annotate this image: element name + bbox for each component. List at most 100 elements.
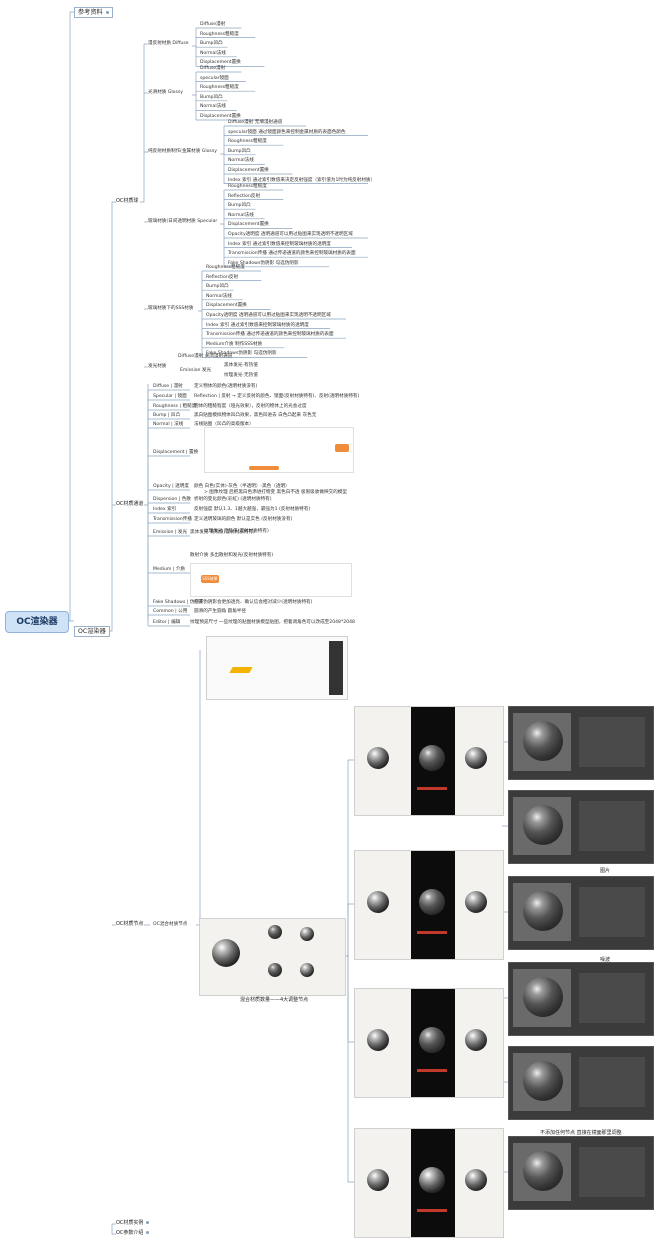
node-label: OC材质实例	[116, 1220, 144, 1226]
channel-desc[interactable]: 纹理预览尺寸 一些纹理的贴图材质模型贴图，把着调角色可以改成至2048*2048	[190, 620, 355, 625]
channel-desc[interactable]: 反射强度 默认1.3、1越大越强，最强为1 (反射材质特有)	[194, 507, 311, 512]
material-item[interactable]: Reflection反射	[206, 274, 239, 280]
node-oc-examples[interactable]: OC材质实例	[116, 1220, 150, 1227]
channel-desc[interactable]: 黑体发光 有热值(漫射材质特有)	[190, 530, 255, 535]
channel-name[interactable]: Bump | 凹凸	[153, 413, 181, 418]
material-item[interactable]: Index 索引 通过索引数值来决定反射强度（索引值为1时为纯反射材质）	[228, 177, 376, 183]
material-item[interactable]: Displacement置换	[228, 222, 269, 228]
mat-sss[interactable]: 玻璃材质下的SSS材质	[148, 306, 194, 311]
node-oc-params[interactable]: OC参数介绍	[116, 1230, 150, 1237]
channel-name[interactable]: Opacity | 透明度	[153, 484, 189, 489]
node-reference[interactable]: 参考资料	[74, 7, 113, 18]
channel-name[interactable]: Emission | 发光	[153, 530, 188, 535]
material-item[interactable]: Displacement置换	[200, 114, 241, 119]
material-item[interactable]: Transmission传播 通过传递通道的颜色来控制玻璃材质的表面	[206, 332, 334, 338]
label-picture: 图片	[600, 868, 611, 874]
material-item[interactable]: Normal法线	[228, 212, 254, 218]
material-item[interactable]: Bump凹凸	[200, 94, 223, 100]
channel-name[interactable]: Diffuse | 漫射	[153, 384, 183, 389]
material-item[interactable]: Reflection反射	[228, 193, 261, 199]
channel-name[interactable]: Common | 公用	[153, 609, 188, 614]
material-item[interactable]: Bump凹凸	[228, 203, 251, 209]
channel-name[interactable]: Transmission传播	[153, 517, 192, 522]
mat-glossy[interactable]: 光滑材质 Glossy	[148, 90, 183, 95]
opacity-texture-note[interactable]: > 图像纹理 后把黑白色添进打物变 黑色白不透 极限吸收做映交的模型	[204, 490, 347, 495]
node-oc-materials[interactable]: OC材质球	[116, 198, 139, 204]
node-label: 参考资料	[78, 9, 103, 16]
material-item[interactable]: specular镜面	[200, 75, 229, 81]
material-item[interactable]: Roughness粗糙度	[200, 85, 239, 91]
material-item[interactable]: Displacement置换	[200, 60, 241, 66]
render-strip	[354, 1128, 504, 1238]
expand-dot-icon[interactable]	[146, 1231, 150, 1234]
expand-dot-icon[interactable]	[105, 10, 109, 14]
material-item[interactable]: Diffuse漫射	[200, 22, 226, 27]
medium-scatter-note[interactable]: 散射介质 多出散射和发光(反射材质特有)	[190, 553, 274, 558]
channel-desc[interactable]: 圆滑的产生圆角 圆角半径	[194, 609, 246, 614]
mat-diffuse[interactable]: 漫反射材质 Diffuse	[148, 41, 189, 46]
glow-emission-item[interactable]: 黑体发光-有热值	[224, 363, 258, 368]
material-item[interactable]: Displacement置换	[228, 168, 269, 173]
material-item[interactable]: Fake Shadows伪阴影 勾选伪阴影	[228, 260, 299, 266]
channel-name[interactable]: Index 索引	[153, 507, 177, 512]
mat-metal[interactable]: 纯反射材质制作(金属材质 Glossy	[148, 149, 217, 154]
material-item[interactable]: Diffuse漫射 无填漫射通道	[228, 120, 283, 125]
channel-desc[interactable]: 折射的变化颜色(彩虹) (透明材质特有)	[194, 497, 272, 502]
material-item[interactable]: Normal法线	[228, 158, 254, 164]
material-item[interactable]: Roughness粗糙度	[200, 31, 239, 37]
channel-desc[interactable]: 法线贴图（凹凸的高级版本）	[194, 422, 254, 427]
channel-desc[interactable]: 定义透明玻璃的颜色 默认是实色 (反射材质没有)	[194, 517, 293, 522]
mat-glass[interactable]: 玻璃材质(日间透明材质 Specular	[148, 219, 218, 224]
node-label: OC参数介绍	[116, 1230, 144, 1236]
material-item[interactable]: Roughness粗糙度	[228, 184, 267, 189]
material-item[interactable]: Fake Shadows伪阴影 勾选伪阴影	[206, 351, 277, 357]
mat-glow[interactable]: 发光材质	[148, 364, 167, 369]
node-oc-nodes[interactable]: OC材质节点	[116, 921, 144, 927]
node-oc-renderer[interactable]: OC渲染器	[74, 626, 110, 637]
channel-desc[interactable]: 颜色 白色(实体)-灰色（半透明）-黑色（透明）	[194, 484, 290, 489]
channel-name[interactable]: Normal | 法线	[153, 422, 184, 427]
material-item[interactable]: Index 索引 通过索引数值来控制玻璃材质的透明度	[206, 322, 309, 328]
material-item[interactable]: Transmission传播 通过传递通道的颜色来控制玻璃材质的表面	[228, 251, 356, 257]
c4d-screenshot	[508, 1136, 654, 1210]
channel-desc[interactable]: 定义物体的颜色(透明材质没有)	[194, 384, 258, 389]
channel-name[interactable]: Dispersion | 色散	[153, 497, 191, 502]
sphere-render	[419, 889, 445, 915]
material-item[interactable]: Bump凹凸	[228, 148, 251, 154]
material-item[interactable]: Medium介质 制作SSS材质	[206, 341, 263, 347]
channel-name[interactable]: Editor | 编辑	[153, 620, 181, 625]
channel-name[interactable]: Displacement | 置换	[153, 450, 199, 455]
material-item[interactable]: Index 索引 通过索引数值来控制玻璃材质的透明度	[228, 241, 331, 247]
material-item[interactable]: Bump凹凸	[206, 284, 229, 290]
material-item[interactable]: Opacity透明度 透明通道可以用过贴图来实现透明不透明区域	[228, 232, 353, 237]
glow-emission-item[interactable]: 纹理发光-无热值	[224, 373, 258, 378]
material-item[interactable]: Normal法线	[200, 104, 226, 110]
material-item[interactable]: Bump凹凸	[200, 41, 223, 47]
channel-desc[interactable]: 黑白贴图模拟物体凹凸效果，黑色凹进去 白色凸起来 灰色无	[194, 413, 317, 418]
material-item[interactable]: specular镜面 通过镜面颜色来控制金属材质的表面色颜色	[228, 129, 346, 135]
root-node[interactable]: OC渲染器	[5, 611, 69, 633]
material-item[interactable]: Roughness粗糙度	[206, 265, 245, 270]
material-item[interactable]: Normal法线	[200, 50, 226, 56]
channel-desc[interactable]: 物体的粗糙程度（哑光效果），反射的物体上的光会过度	[194, 404, 307, 409]
material-item[interactable]: Displacement置换	[206, 303, 247, 309]
channel-desc[interactable]: 打开伪阴影会更加透亮、确认信会相对减少(透明材质特有)	[194, 600, 313, 605]
channel-name[interactable]: Medium | 介质	[153, 567, 186, 572]
node-oc-channels[interactable]: OC材质通道	[116, 501, 144, 507]
material-item[interactable]: Normal法线	[206, 293, 232, 299]
material-item[interactable]: Roughness粗糙度	[228, 139, 267, 145]
channel-desc[interactable]: Reflection | 反射 → 定义反射的颜色、镜面(反射材质特有)、反射(…	[194, 394, 360, 399]
channel-name[interactable]: Fake Shadows | 伪阴影	[153, 600, 204, 605]
emission-texture-note[interactable]: 纹理发光 无热值(漫射材质特有)	[204, 529, 269, 534]
expand-dot-icon[interactable]	[146, 1221, 150, 1224]
channel-name[interactable]: Roughness | 粗糙度	[153, 404, 197, 409]
glow-diffuse[interactable]: Diffuse漫射 关闭漫射通道	[178, 354, 233, 359]
channel-name[interactable]: Specular | 镜面	[153, 394, 187, 399]
material-item[interactable]: Diffuse漫射	[200, 66, 226, 71]
glow-emission[interactable]: Emission 发光	[180, 368, 212, 373]
sphere-render	[523, 1061, 563, 1101]
material-item[interactable]: Opacity透明度 透明通道可以用过贴图来实现透明不透明区域	[206, 313, 331, 318]
sphere-render	[300, 963, 314, 977]
sphere-render	[419, 1027, 445, 1053]
node-mix-material[interactable]: OC混合材质节点	[153, 922, 188, 927]
